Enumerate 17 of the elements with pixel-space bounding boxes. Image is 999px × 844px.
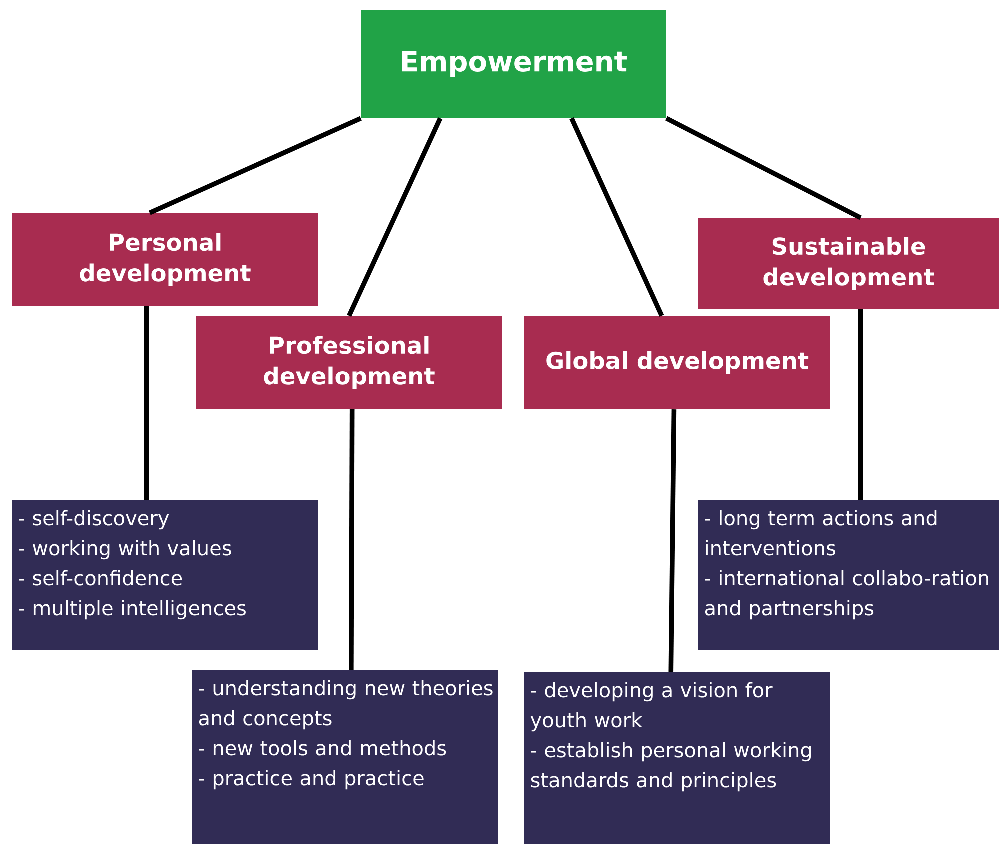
connector-line (347, 118, 443, 318)
category-box: Personal development (12, 213, 318, 306)
top-box: Empowerment (361, 10, 666, 118)
list-box: - self-discovery - working with values - self-confidence - multiple intelligences (12, 500, 318, 650)
connector-line (665, 116, 862, 220)
category-box: Global development (524, 316, 830, 410)
list-box: - developing a vision for youth work - establish personal working standards and principles (524, 672, 830, 844)
category-box: Sustainable development (698, 218, 999, 310)
category-box: Professional development (196, 316, 502, 410)
connector-line (349, 410, 355, 670)
connector-line (570, 118, 664, 317)
list-box: - long term actions and interventions - international collabo-ration and partnerships (698, 500, 999, 650)
connector-line (148, 116, 362, 216)
connector-line (668, 410, 677, 672)
connector-line (858, 310, 864, 500)
list-box: - understanding new theories and concepts - new tools and methods - practice and practice (192, 670, 498, 844)
connector-line (144, 306, 150, 500)
